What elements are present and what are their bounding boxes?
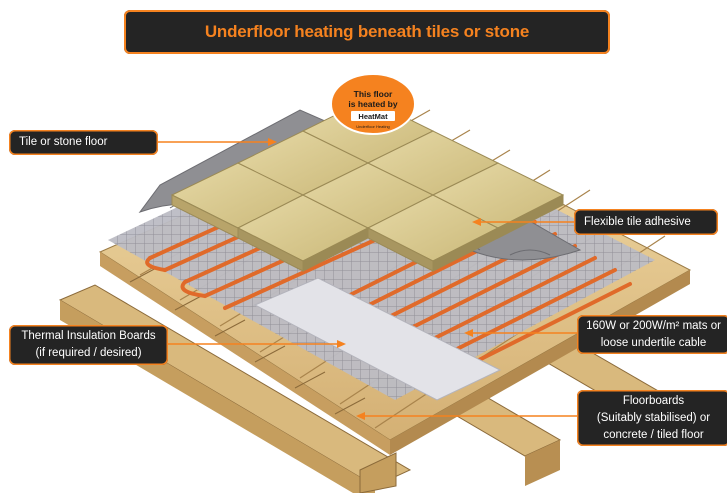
insulation-board bbox=[253, 277, 502, 401]
label-heating-mats-line2: loose undertile cable bbox=[600, 336, 707, 349]
badge-line2: is heated by bbox=[348, 99, 397, 109]
badge-brand: HeatMat bbox=[358, 112, 388, 121]
page-title: Underfloor heating beneath tiles or ston… bbox=[124, 10, 610, 54]
label-insulation-line2: (if required / desired) bbox=[35, 347, 142, 359]
label-heating-mats: 160W or 200W/m² mats or loose undertile … bbox=[577, 315, 727, 354]
label-tile-floor: Tile or stone floor bbox=[9, 130, 158, 155]
badge-tagline: Underfloor Heating bbox=[356, 124, 390, 129]
label-heating-mats-line1: 160W or 200W/m² mats or bbox=[586, 319, 721, 332]
label-floorboards: Floorboards (Suitably stabilised) or con… bbox=[577, 390, 727, 446]
label-floorboards-line3: concrete / tiled floor bbox=[603, 428, 704, 441]
label-insulation-line1: Thermal Insulation Boards bbox=[21, 330, 156, 342]
label-insulation: Thermal Insulation Boards (if required /… bbox=[9, 325, 168, 365]
heatmat-badge: This floor is heated by HeatMat Underflo… bbox=[330, 73, 416, 135]
leader-lines bbox=[158, 141, 577, 417]
leader-arrowheads bbox=[268, 138, 481, 420]
label-floorboards-line1: Floorboards bbox=[622, 394, 685, 407]
label-tile-floor-text: Tile or stone floor bbox=[19, 136, 108, 148]
tiles bbox=[170, 98, 565, 272]
label-floorboards-line2: (Suitably stabilised) or bbox=[596, 411, 711, 424]
label-tile-adhesive: Flexible tile adhesive bbox=[574, 209, 718, 235]
badge-line1: This floor bbox=[354, 89, 393, 99]
title-text: Underfloor heating beneath tiles or ston… bbox=[204, 22, 530, 41]
label-tile-adhesive-text: Flexible tile adhesive bbox=[584, 215, 691, 228]
